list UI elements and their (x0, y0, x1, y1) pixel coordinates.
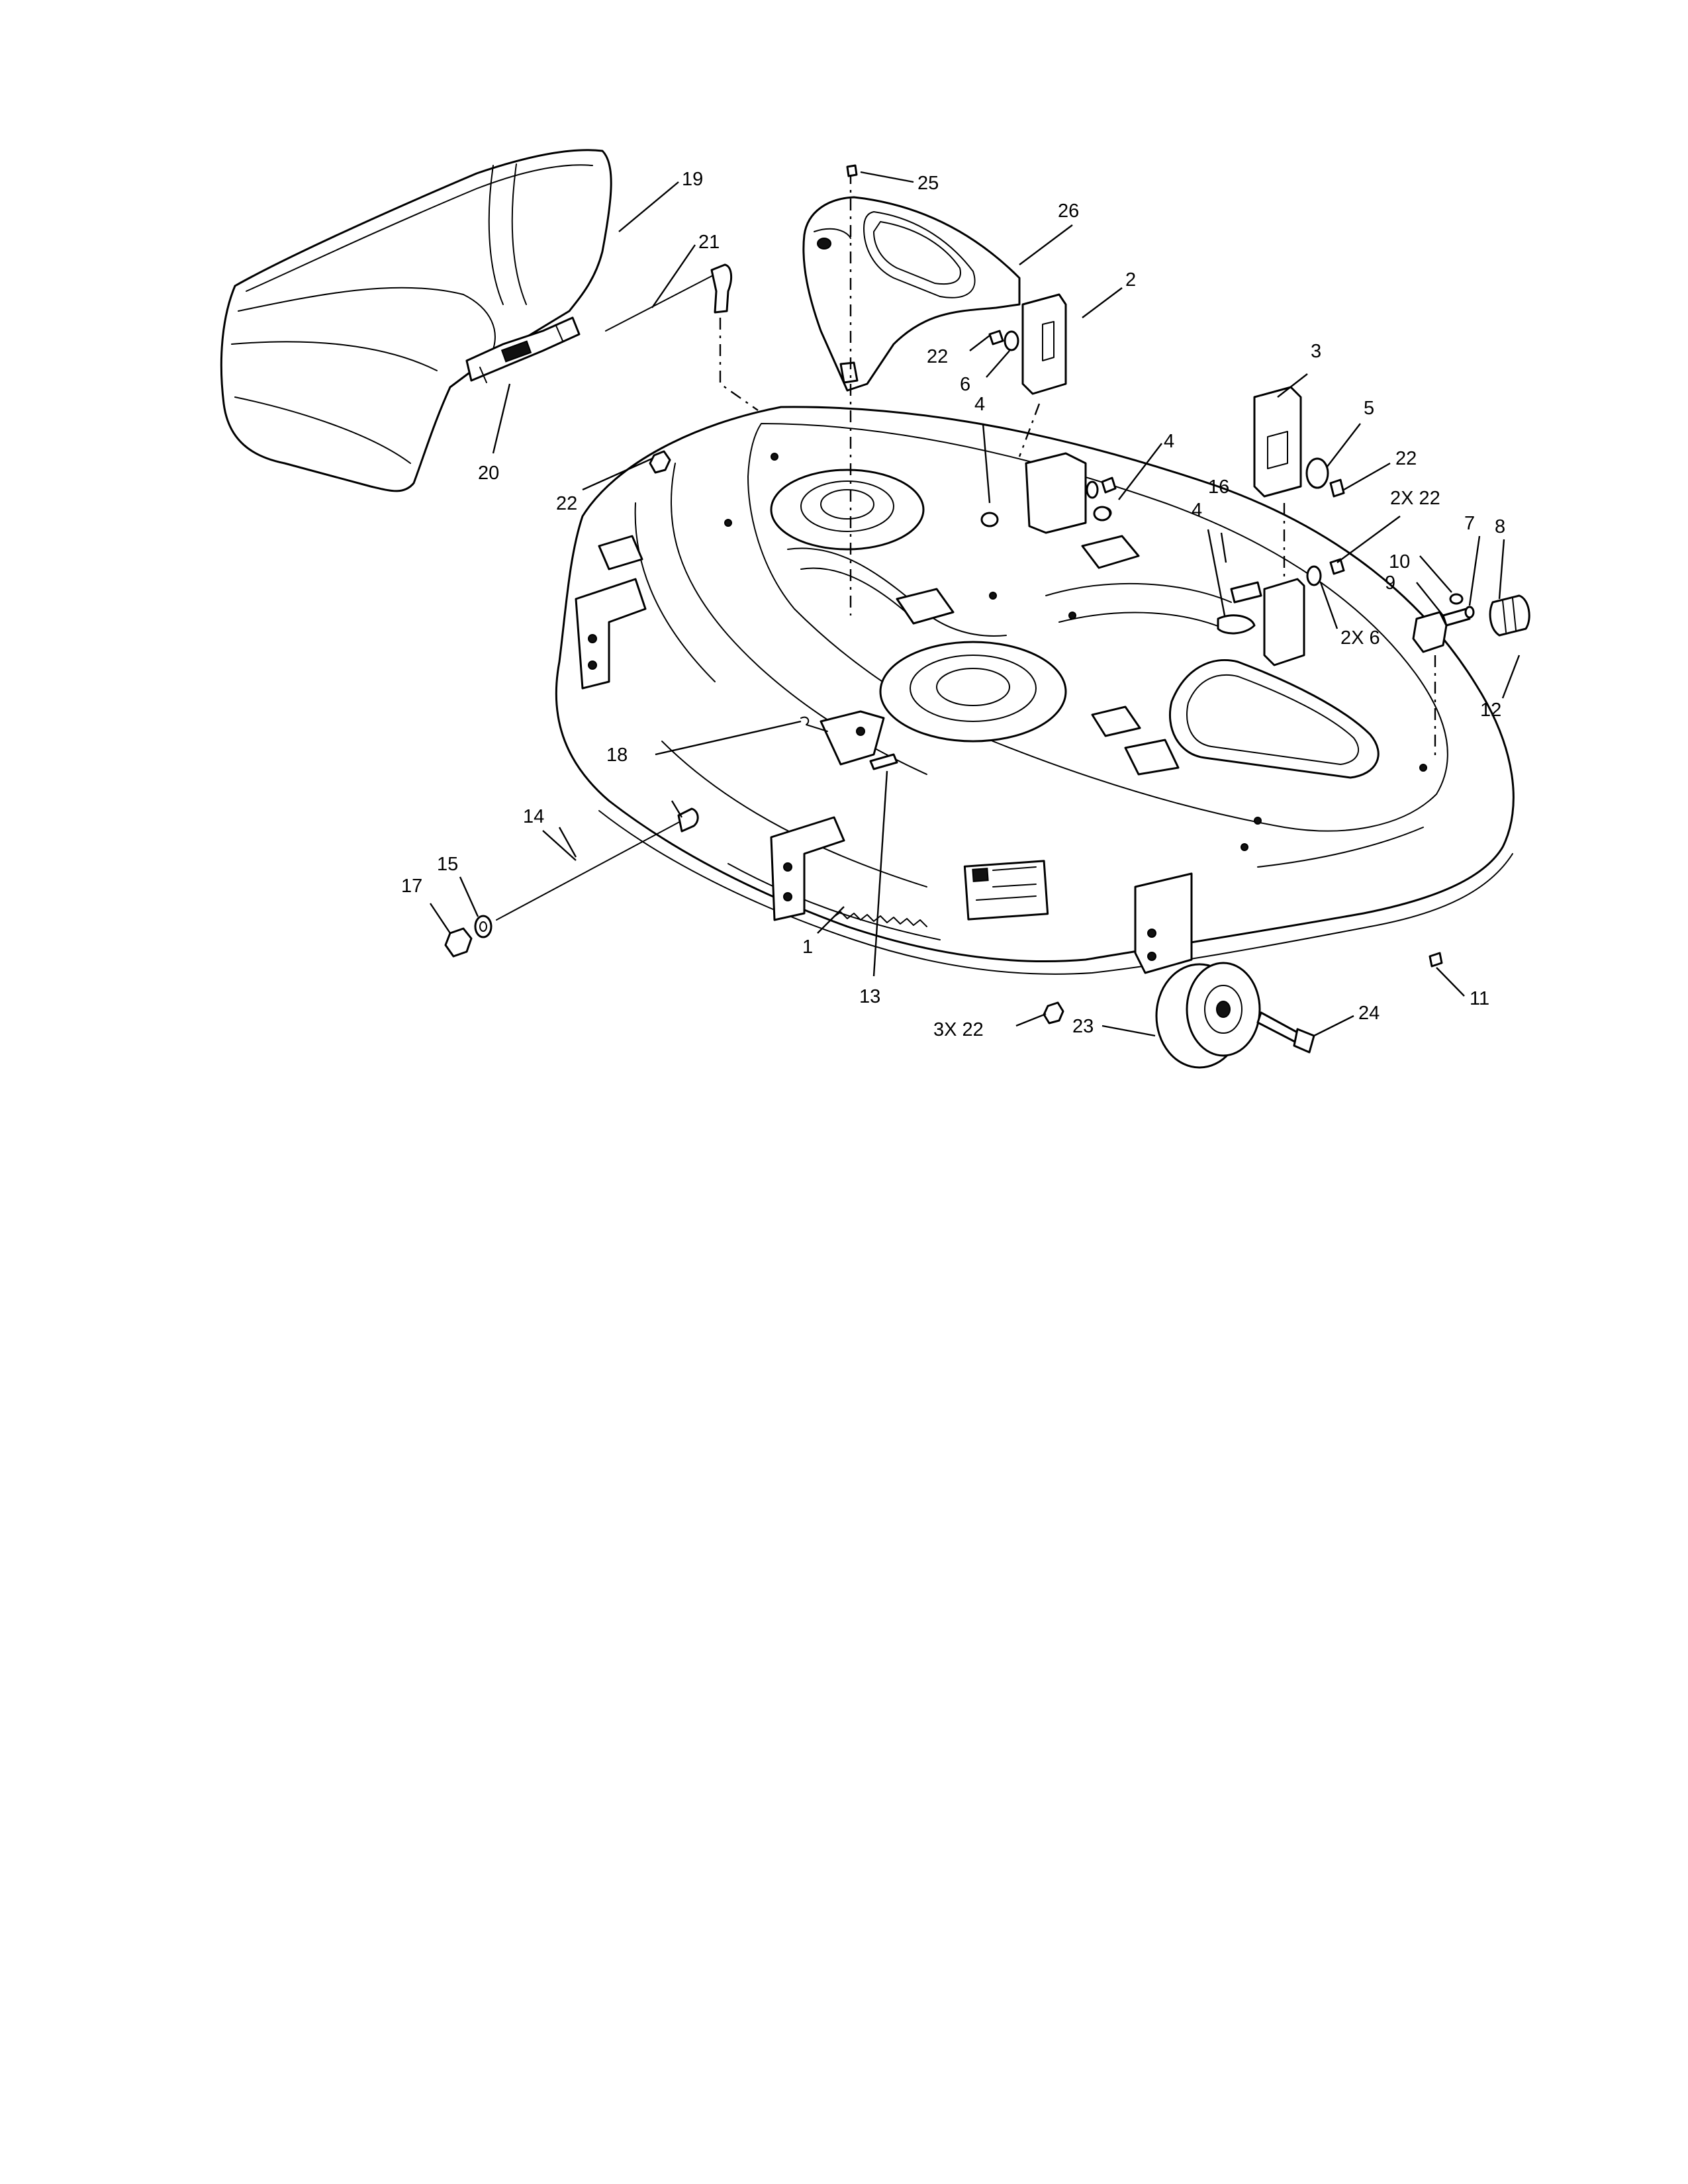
callout-3x22: 3X 22 (933, 1019, 984, 1040)
callout-25: 25 (917, 173, 939, 194)
leader-lines (430, 171, 1521, 1037)
mower-deck (555, 406, 1515, 975)
callout-2: 2 (1125, 269, 1136, 291)
callout-3: 3 (1311, 341, 1321, 362)
callout-10: 10 (1389, 551, 1410, 572)
callout-22-upper: 22 (927, 346, 948, 367)
callout-4-left: 4 (974, 394, 985, 415)
callout-16: 16 (1208, 477, 1229, 498)
callout-4-middle: 4 (1164, 431, 1174, 452)
callout-2x22: 2X 22 (1390, 488, 1440, 509)
callout-23: 23 (1072, 1016, 1094, 1037)
callout-2x6: 2X 6 (1340, 627, 1380, 649)
callout-19: 19 (682, 169, 703, 190)
callout-7: 7 (1464, 513, 1475, 534)
left-deck-brackets (575, 535, 885, 921)
discharge-chute (220, 149, 612, 492)
callout-15: 15 (437, 854, 458, 875)
chute-rod (605, 263, 759, 411)
callout-11: 11 (1470, 988, 1489, 1009)
callout-17: 17 (401, 876, 422, 897)
callout-1: 1 (802, 936, 813, 958)
callout-22-left: 22 (556, 493, 577, 514)
callout-12: 12 (1480, 700, 1501, 721)
callout-21: 21 (698, 232, 720, 253)
callout-8: 8 (1495, 516, 1505, 537)
callout-20: 20 (478, 463, 499, 484)
small-hardware (649, 164, 1443, 1024)
callout-14: 14 (523, 806, 544, 827)
callout-4-right: 4 (1192, 500, 1202, 521)
callout-13: 13 (859, 986, 880, 1007)
callout-22-right: 22 (1395, 448, 1417, 469)
callout-18: 18 (606, 745, 628, 766)
hanger-brackets (980, 293, 1345, 666)
belt-cover (802, 172, 1021, 615)
callout-labels: 25 26 2 22 6 4 4 3 5 22 2X 22 16 4 7 8 1… (401, 169, 1505, 1040)
callout-9: 9 (1385, 572, 1395, 594)
deck-rod (444, 807, 699, 958)
callout-26: 26 (1058, 201, 1079, 222)
gauge-wheel-assembly (1134, 872, 1315, 1069)
lift-fitting-assembly (1412, 593, 1530, 761)
callout-5: 5 (1364, 398, 1374, 419)
callout-24: 24 (1358, 1003, 1380, 1024)
callout-6: 6 (960, 374, 970, 395)
